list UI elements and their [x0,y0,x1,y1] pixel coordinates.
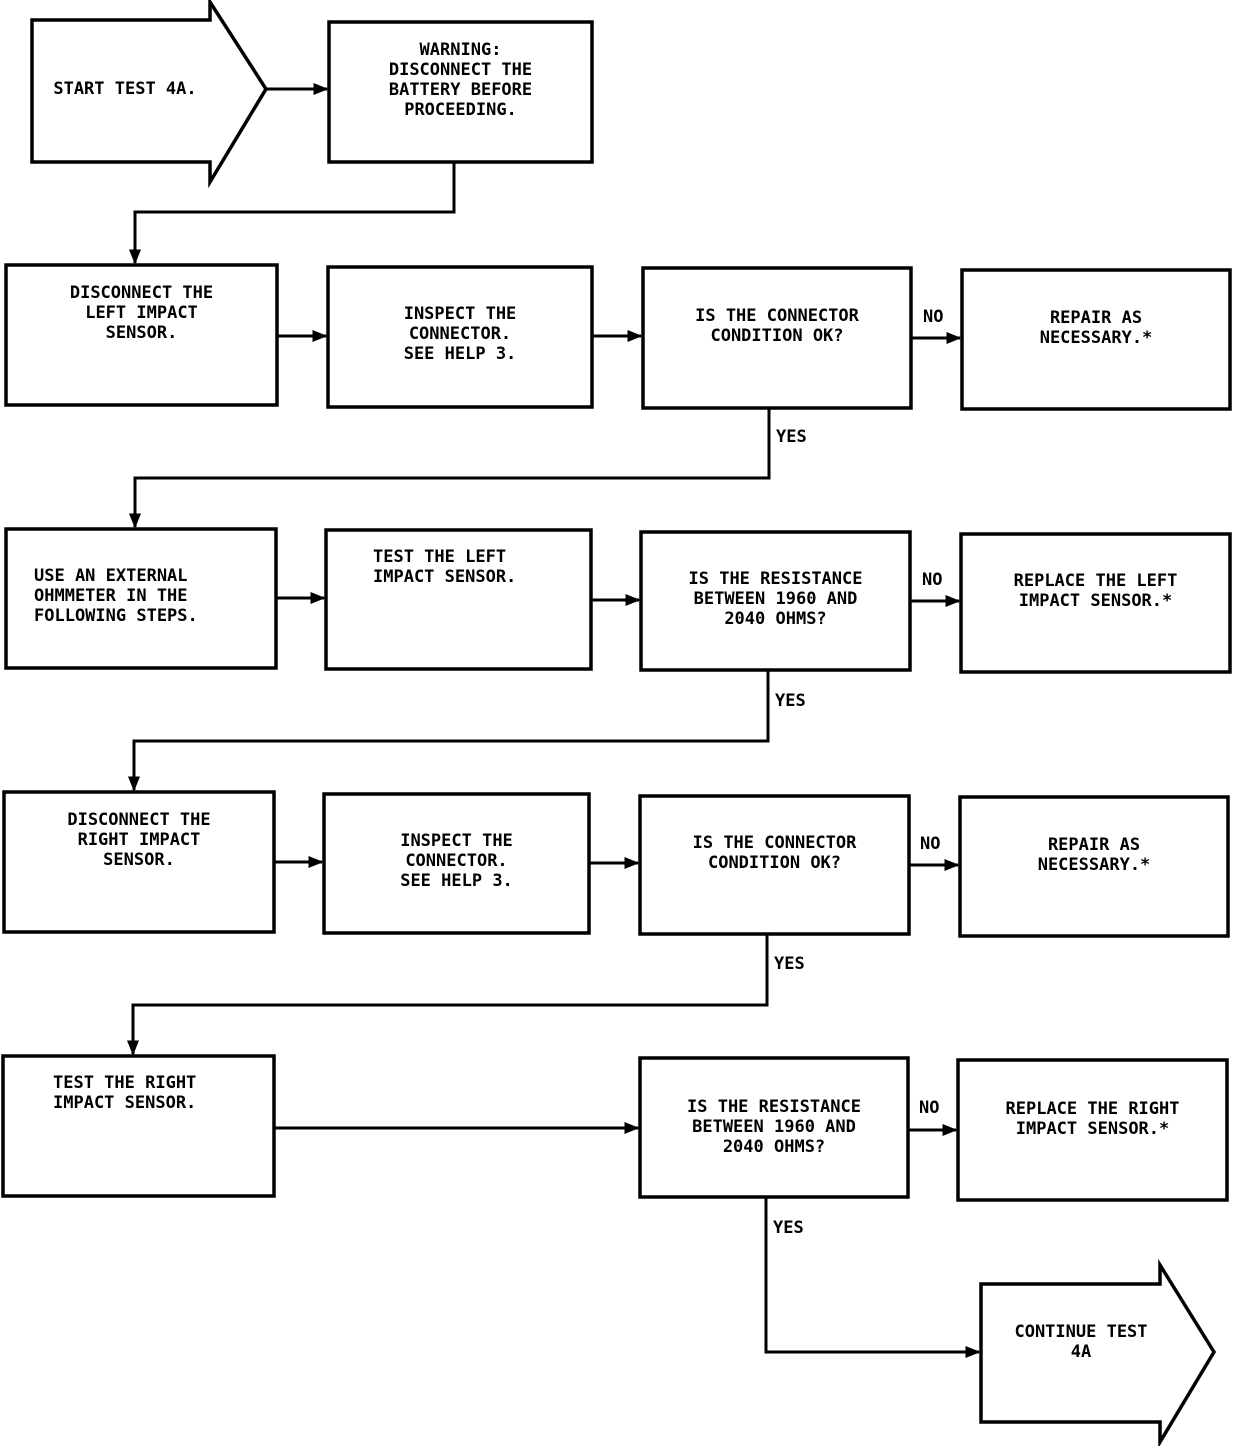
node-q-res-left-label: IS THE RESISTANCE BETWEEN 1960 AND 2040 … [688,569,863,629]
node-q-conn-right-label: IS THE CONNECTOR CONDITION OK? [692,833,857,873]
node-replace-right-label: REPLACE THE RIGHT IMPACT SENSOR.* [1005,1099,1180,1139]
node-continue-label: CONTINUE TEST 4A [1014,1322,1148,1362]
edge-label-no-2: NO [922,570,943,590]
node-disc-left-label: DISCONNECT THE LEFT IMPACT SENSOR. [69,283,214,343]
edge-q-conn-left-ohmmeter [129,408,771,529]
node-inspect-left-label: INSPECT THE CONNECTOR. SEE HELP 3. [403,304,517,364]
node-repair-right-label: REPAIR AS NECESSARY.* [1037,835,1151,875]
node-inspect-right-label: INSPECT THE CONNECTOR. SEE HELP 3. [400,831,513,891]
node-q-res-right-label: IS THE RESISTANCE BETWEEN 1960 AND 2040 … [687,1097,861,1157]
node-test-left-label: TEST THE LEFT IMPACT SENSOR. [373,547,517,587]
node-q-conn-left-label: IS THE CONNECTOR CONDITION OK? [695,306,859,346]
node-replace-left-label: REPLACE THE LEFT IMPACT SENSOR.* [1013,571,1178,611]
edge-label-no-3: NO [920,834,941,854]
node-repair-left-shape [960,268,1232,411]
node-disc-right-label: DISCONNECT THE RIGHT IMPACT SENSOR. [67,810,211,870]
node-replace-right-shape [956,1058,1229,1202]
edge-label-yes-2: YES [775,691,806,711]
node-ohmmeter-label: USE AN EXTERNAL OHMMETER IN THE FOLLOWIN… [34,566,198,626]
edge-label-no-1: NO [923,307,944,327]
edge-label-no-4: NO [919,1098,940,1118]
edge-label-yes-3: YES [774,954,805,974]
node-repair-left-label: REPAIR AS NECESSARY.* [1039,308,1153,348]
node-q-res-right-shape [638,1056,910,1199]
node-warning-label: WARNING: DISCONNECT THE BATTERY BEFORE P… [388,40,533,120]
edge-label-yes-4: YES [773,1218,804,1238]
node-start-label: START TEST 4A. [53,79,197,99]
edge-q-res-right-continue [764,1197,981,1358]
edge-q-res-left-disc-right [128,670,770,792]
node-repair-right-shape [958,795,1230,938]
node-warning-shape [327,20,594,164]
edge-q-conn-right-test-right [127,934,769,1056]
node-start-shape [30,0,269,189]
edge-warning-disc-left [129,162,456,265]
node-continue-shape [979,1258,1217,1446]
node-replace-left-shape [959,532,1232,674]
edge-label-yes-1: YES [776,427,807,447]
node-test-right-shape [1,1054,276,1198]
node-test-right-label: TEST THE RIGHT IMPACT SENSOR. [53,1073,197,1113]
